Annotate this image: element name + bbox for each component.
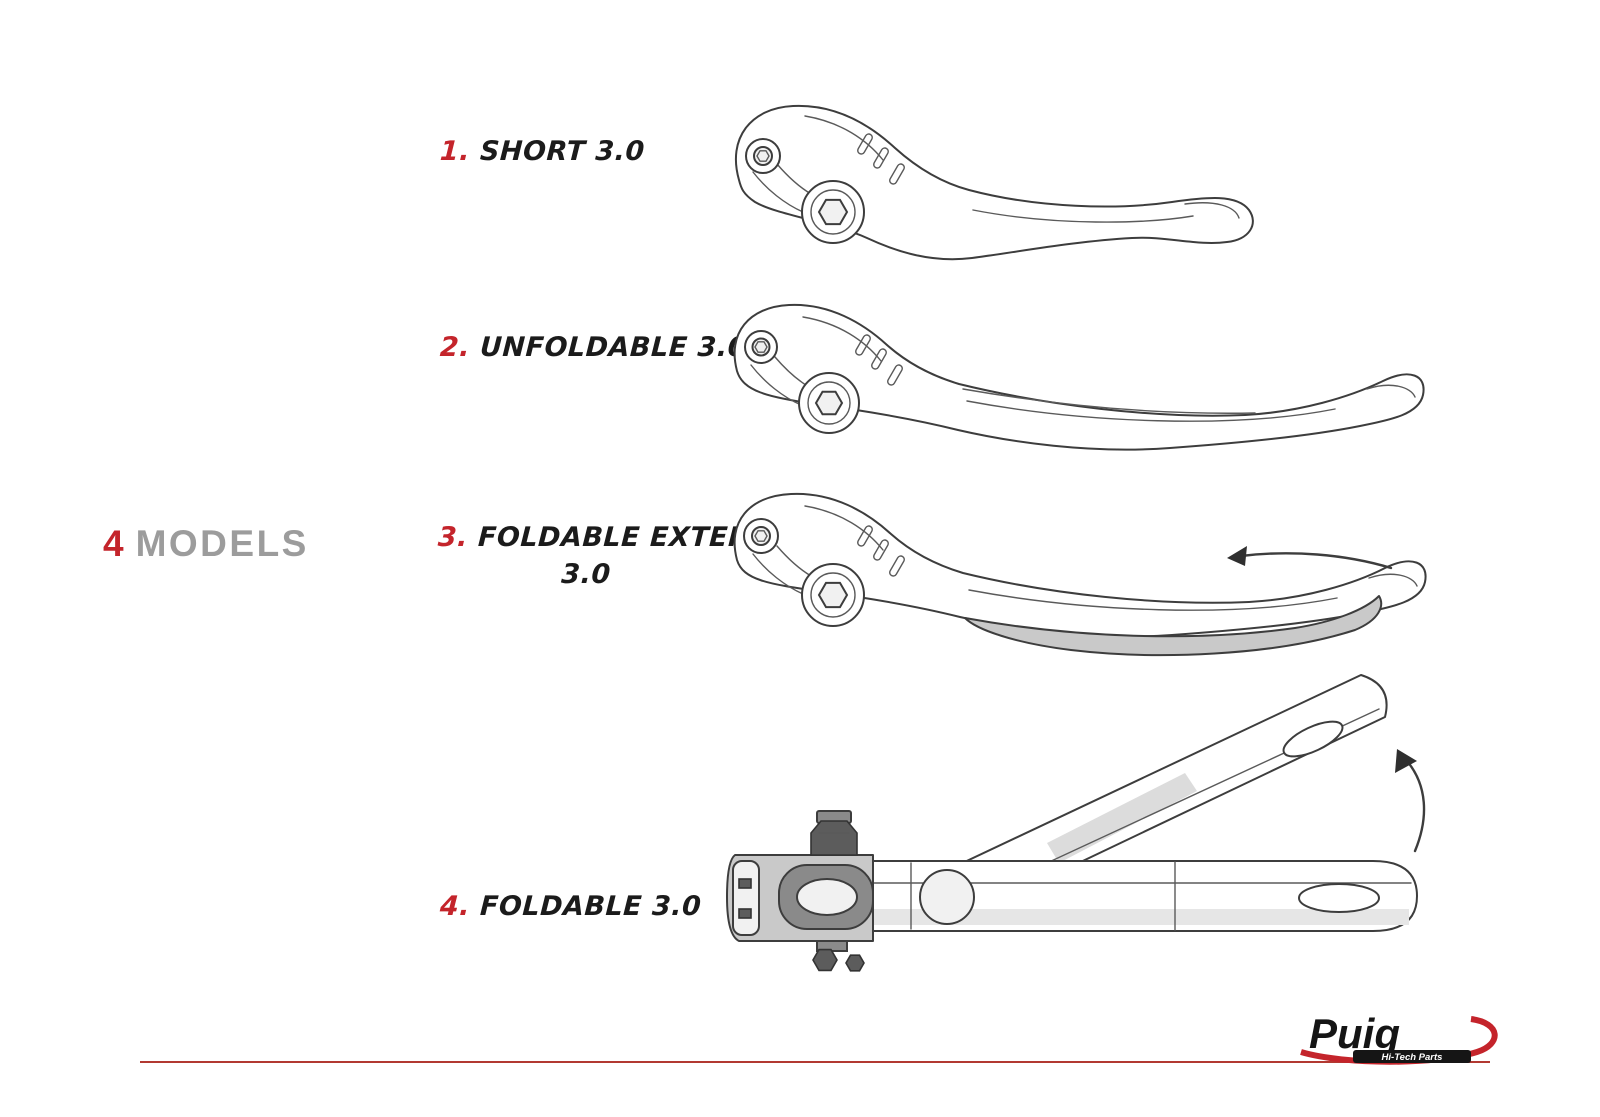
unfoldable-lever-adjuster-dial — [798, 372, 860, 434]
extend-direction-arrow-icon — [1227, 546, 1393, 570]
fold-pivot — [919, 869, 975, 925]
unfoldable-lever-illustration — [733, 303, 1425, 451]
short-lever-illustration — [734, 104, 1254, 261]
model-4-name: FOLDABLE 3.0 — [479, 891, 703, 922]
footer-divider — [140, 1061, 1490, 1063]
foldable-extendable-pivot-bolt — [743, 518, 779, 554]
model-1-name: SHORT 3.0 — [479, 136, 646, 167]
model-4-label: 4. FOLDABLE 3.0 — [439, 891, 702, 922]
short-lever-body — [734, 104, 1254, 261]
models-heading: 4 MODELS — [103, 523, 309, 565]
unfoldable-lever-pivot-bolt — [744, 330, 778, 364]
foldable-lever-illustration — [726, 674, 1426, 972]
puig-logo: Puig Hi-Tech Parts — [1300, 1010, 1498, 1065]
model-1-label: 1. SHORT 3.0 — [439, 136, 645, 167]
model-3-label: 3.FOLDABLE EXTENDABLE 3.0 — [435, 522, 854, 590]
model-4-number: 4. — [439, 891, 471, 922]
folded-blade — [936, 674, 1388, 920]
model-2-number: 2. — [439, 332, 471, 363]
model-3-number: 3. — [437, 522, 469, 553]
model-2-name: UNFOLDABLE 3.0 — [479, 332, 748, 363]
puig-logo-tagline-bar — [1353, 1050, 1471, 1063]
unfoldable-lever-body — [733, 303, 1425, 451]
lever-main-arm — [832, 860, 1418, 932]
puig-logo-wordmark: Puig — [1309, 1010, 1400, 1057]
model-1-number: 1. — [439, 136, 471, 167]
extendable-blade-extension — [964, 595, 1383, 657]
models-word: MODELS — [135, 523, 309, 564]
clevis-top-bolt — [810, 810, 858, 856]
foldable-extendable-adjuster-dial — [801, 563, 865, 627]
models-count: 4 — [103, 523, 124, 564]
clevis-bracket — [726, 854, 874, 942]
model-3-name-line2: 3.0 — [560, 559, 612, 590]
foldable-extendable-lever-illustration — [733, 492, 1427, 657]
puig-logo-tagline: Hi-Tech Parts — [1382, 1052, 1443, 1063]
foldable-extendable-lever-body — [733, 492, 1427, 638]
model-2-label: 2. UNFOLDABLE 3.0 — [439, 332, 748, 363]
clevis-bottom-nuts — [812, 940, 865, 972]
short-lever-adjuster-dial — [801, 180, 865, 244]
fold-direction-arrow-icon — [1395, 749, 1426, 853]
short-lever-pivot-bolt — [745, 138, 781, 174]
